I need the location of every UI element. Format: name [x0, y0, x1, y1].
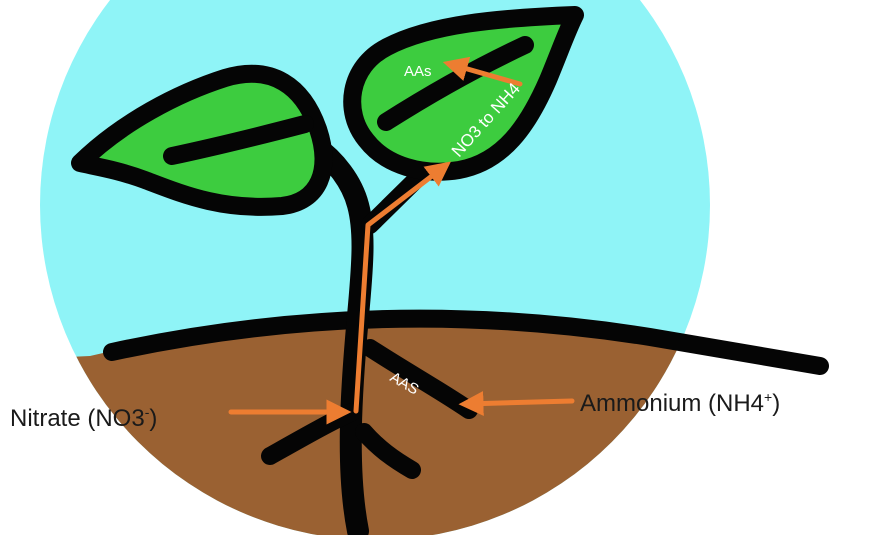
ammonium-text: Ammonium (NH4	[580, 390, 764, 417]
ammonium-closing-paren: )	[772, 390, 780, 417]
nitrate-closing-paren: )	[149, 405, 157, 432]
nitrate-text: Nitrate (NO3	[10, 405, 145, 432]
ammonium-arrow	[466, 401, 572, 404]
aas-leaf-label: AAs	[404, 63, 432, 80]
ammonium-label: Ammonium (NH4+)	[580, 392, 780, 416]
ammonium-superscript: +	[764, 389, 772, 405]
nitrate-label: Nitrate (NO3-)	[10, 407, 157, 431]
